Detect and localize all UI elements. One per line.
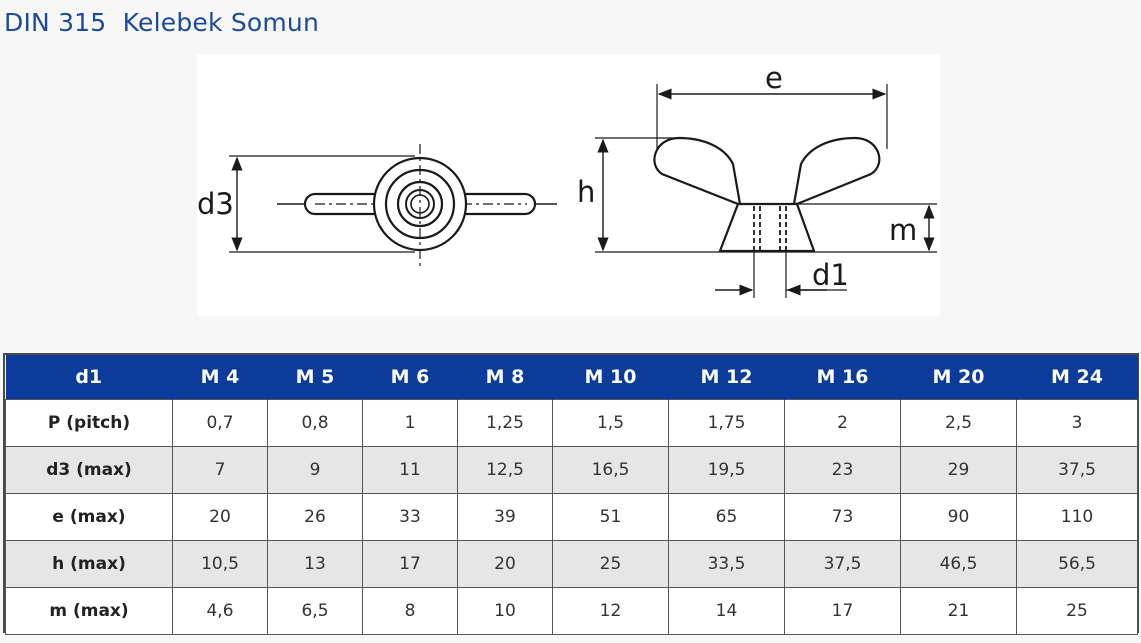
label-d3: d3 <box>197 187 234 221</box>
spec-table-container: d1 M 4 M 5 M 6 M 8 M 10 M 12 M 16 M 20 M… <box>3 353 1139 635</box>
page-title: DIN 315 Kelebek Somun <box>4 8 320 37</box>
label-m: m <box>889 213 917 247</box>
row-label: h (max) <box>5 540 173 588</box>
table-cell: 39 <box>457 493 553 541</box>
table-cell: 51 <box>552 493 669 541</box>
table-cell: 29 <box>900 446 1017 494</box>
top-view <box>229 144 557 266</box>
table-cell: 16,5 <box>552 446 669 494</box>
wing-nut-drawing: d3 <box>197 61 937 298</box>
technical-drawing: d3 <box>197 54 940 316</box>
table-cell: 9 <box>267 446 363 494</box>
table-row: P (pitch) 0,7 0,8 1 1,25 1,5 1,75 2 2,5 … <box>5 399 1138 447</box>
table-cell: 1,25 <box>457 399 553 447</box>
table-cell: 7 <box>172 446 268 494</box>
table-cell: 17 <box>784 587 901 635</box>
label-d1: d1 <box>812 258 849 292</box>
table-header-row: d1 M 4 M 5 M 6 M 8 M 10 M 12 M 16 M 20 M… <box>5 355 1138 400</box>
row-label: m (max) <box>5 587 173 635</box>
header-cell: M 20 <box>900 355 1017 400</box>
row-label: P (pitch) <box>5 399 173 447</box>
table-cell: 1,75 <box>668 399 785 447</box>
table-cell: 1 <box>362 399 458 447</box>
table-cell: 33 <box>362 493 458 541</box>
table-cell: 14 <box>668 587 785 635</box>
table-cell: 3 <box>1016 399 1138 447</box>
table-cell: 37,5 <box>1016 446 1138 494</box>
table-cell: 0,7 <box>172 399 268 447</box>
header-cell: M 6 <box>362 355 458 400</box>
table-cell: 26 <box>267 493 363 541</box>
header-cell: d1 <box>5 355 173 400</box>
header-cell: M 4 <box>172 355 268 400</box>
table-row: d3 (max) 7 9 11 12,5 16,5 19,5 23 29 37,… <box>5 446 1138 494</box>
label-h: h <box>577 175 595 209</box>
row-label: e (max) <box>5 493 173 541</box>
header-cell: M 24 <box>1016 355 1138 400</box>
table-cell: 20 <box>172 493 268 541</box>
header-cell: M 16 <box>784 355 901 400</box>
table-cell: 56,5 <box>1016 540 1138 588</box>
side-view <box>595 84 937 298</box>
table-cell: 10 <box>457 587 553 635</box>
table-row: h (max) 10,5 13 17 20 25 33,5 37,5 46,5 … <box>5 540 1138 588</box>
table-cell: 17 <box>362 540 458 588</box>
row-label: d3 (max) <box>5 446 173 494</box>
table-cell: 2 <box>784 399 901 447</box>
table-cell: 37,5 <box>784 540 901 588</box>
table-cell: 2,5 <box>900 399 1017 447</box>
spec-table: d1 M 4 M 5 M 6 M 8 M 10 M 12 M 16 M 20 M… <box>5 355 1138 635</box>
table-row: m (max) 4,6 6,5 8 10 12 14 17 21 25 <box>5 587 1138 635</box>
table-cell: 110 <box>1016 493 1138 541</box>
header-cell: M 5 <box>267 355 363 400</box>
table-cell: 65 <box>668 493 785 541</box>
table-cell: 33,5 <box>668 540 785 588</box>
table-cell: 19,5 <box>668 446 785 494</box>
header-cell: M 8 <box>457 355 553 400</box>
table-cell: 73 <box>784 493 901 541</box>
table-row: e (max) 20 26 33 39 51 65 73 90 110 <box>5 493 1138 541</box>
header-cell: M 12 <box>668 355 785 400</box>
table-cell: 46,5 <box>900 540 1017 588</box>
table-cell: 12 <box>552 587 669 635</box>
table-cell: 8 <box>362 587 458 635</box>
label-e: e <box>765 61 783 95</box>
table-cell: 6,5 <box>267 587 363 635</box>
table-cell: 20 <box>457 540 553 588</box>
table-cell: 12,5 <box>457 446 553 494</box>
table-cell: 25 <box>1016 587 1138 635</box>
table-cell: 10,5 <box>172 540 268 588</box>
table-cell: 21 <box>900 587 1017 635</box>
table-cell: 23 <box>784 446 901 494</box>
header-cell: M 10 <box>552 355 669 400</box>
table-cell: 4,6 <box>172 587 268 635</box>
table-cell: 25 <box>552 540 669 588</box>
table-cell: 1,5 <box>552 399 669 447</box>
table-cell: 13 <box>267 540 363 588</box>
table-cell: 0,8 <box>267 399 363 447</box>
table-cell: 11 <box>362 446 458 494</box>
table-cell: 90 <box>900 493 1017 541</box>
